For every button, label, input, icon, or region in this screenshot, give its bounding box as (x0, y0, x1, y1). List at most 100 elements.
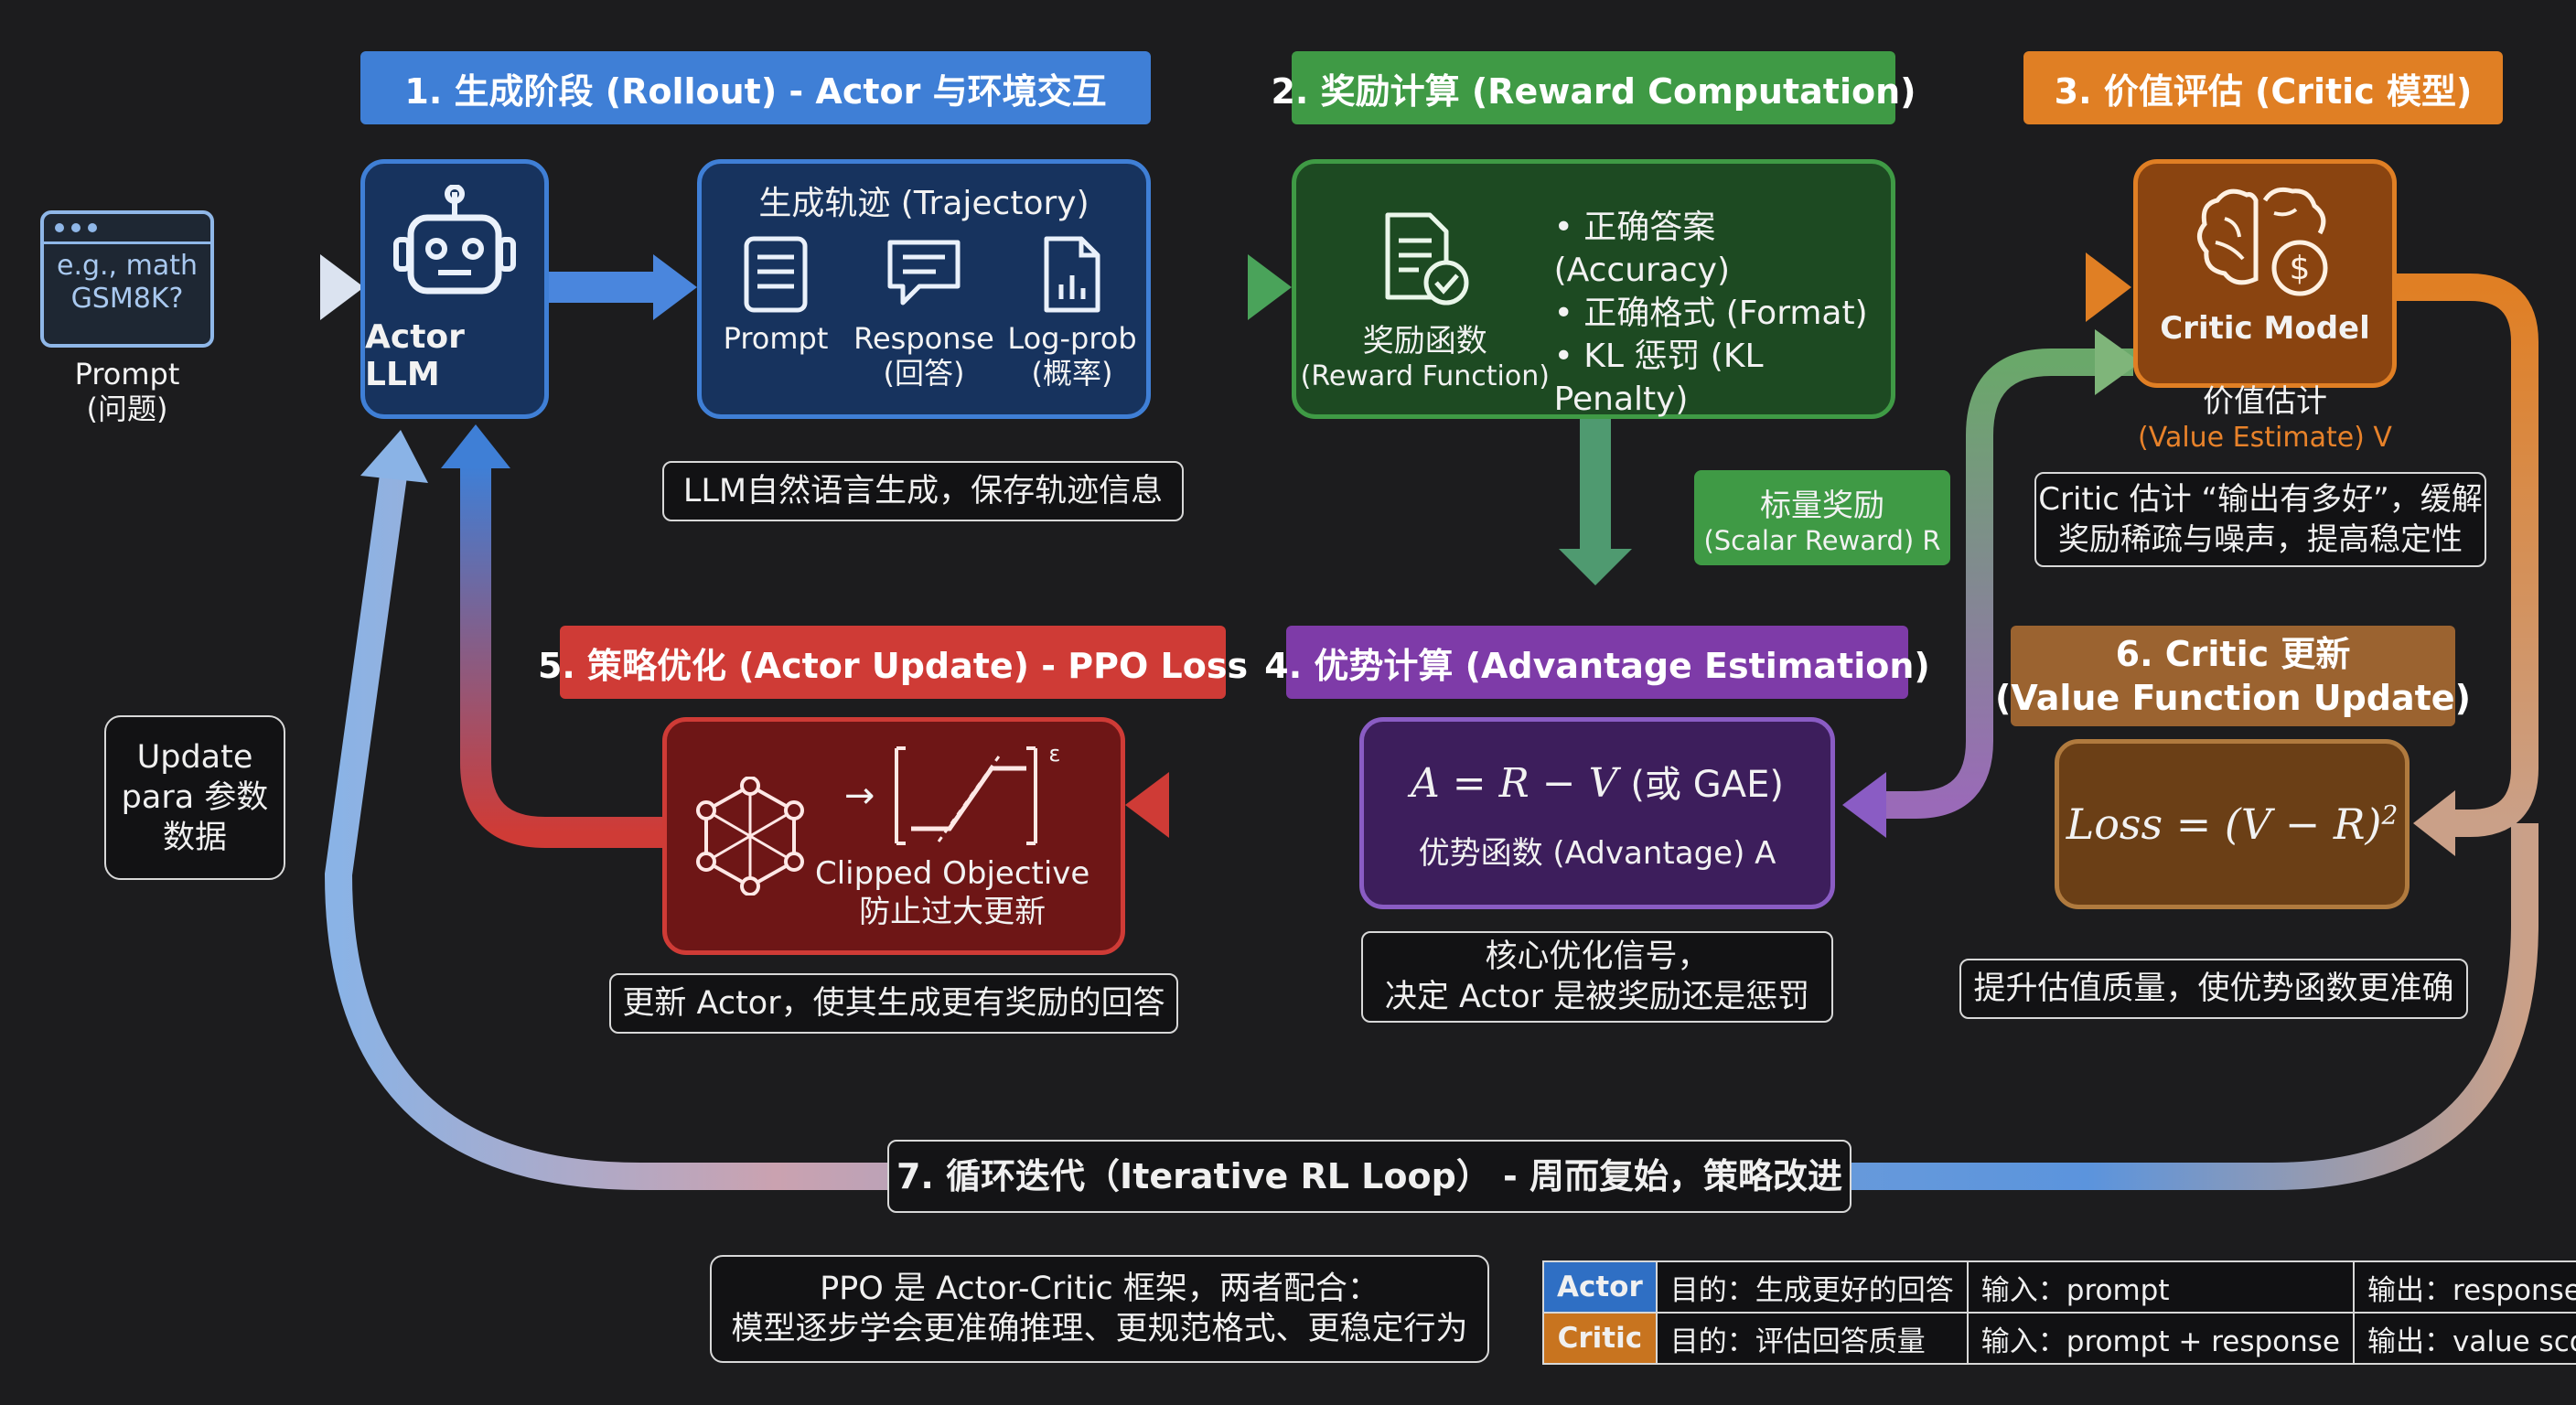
legend-input: 输入：prompt + response (1966, 1312, 2356, 1365)
clip-label-en: Clipped Objective (815, 855, 1090, 892)
prompt-window-titlebar (44, 214, 210, 244)
critic-caption-line1: Critic 估计 “输出有多好”，缓解 (2038, 481, 2483, 518)
critic-loss-exponent: 2 (2381, 799, 2399, 831)
arrow-critic-to-update (2397, 273, 2538, 837)
stage-label-actor-update: 5. 策略优化 (Actor Update) - PPO Loss (538, 626, 1248, 699)
trajectory-items: Prompt Response (回答) Log-prob (概率) (702, 235, 1146, 391)
reward-criterion: 正确格式 (Format) (1554, 292, 1891, 335)
brain-dollar-icon: $ (2197, 187, 2328, 296)
window-dot-icon (88, 223, 97, 232)
actor-update-caption: 更新 Actor，使其生成更有奖励的回答 (609, 973, 1178, 1034)
critic-loss-math: Loss = (V − R) (2066, 799, 2382, 849)
advantage-caption-line1: 核心优化信号， (1485, 938, 1710, 975)
legend-output: 输出：value score (2353, 1312, 2576, 1365)
arrow-right-icon: → (843, 775, 875, 817)
trajectory-title: 生成轨迹 (Trajectory) (758, 185, 1089, 222)
stage-label-critic-update: 6. Critic 更新 (Value Function Update) (1995, 626, 2471, 726)
table-row: Critic 目的：评估回答质量 输入：prompt + response 输出… (1542, 1312, 2576, 1365)
stage-label-advantage: 4. 优势计算 (Advantage Estimation) (1264, 626, 1930, 699)
advantage-formula-math: A = R − V (1411, 759, 1618, 807)
update-params-line3: 数据 (162, 820, 227, 856)
critic-loss-formula: Loss = (V − R)2 (2066, 799, 2399, 849)
critic-model-box: $ Critic Model (2133, 159, 2397, 388)
reward-function-box: 奖励函数 (Reward Function) 正确答案 (Accuracy) 正… (1292, 159, 1895, 419)
critic-value-cn: 价值估计 (2203, 383, 2327, 420)
network-icon (696, 777, 804, 896)
stage-label-reward: 2. 奖励计算 (Reward Computation) (1271, 51, 1916, 124)
clip-function-icon (895, 746, 1038, 845)
update-params-line2: para 参数 (121, 779, 269, 816)
reward-function-name-cn: 奖励函数 (1362, 323, 1487, 359)
critic-update-box: Loss = (V − R)2 (2055, 739, 2410, 909)
advantage-formula: A = R − V (或 GAE) (1411, 755, 1784, 808)
trajectory-item-sublabel: (回答) (883, 356, 965, 391)
advantage-name: 优势函数 (Advantage) A (1418, 834, 1776, 872)
trajectory-item-label: Log-prob (1007, 321, 1137, 356)
prompt-window: e.g., math GSM8K? (40, 210, 214, 348)
clip-graph-row: → ε (843, 741, 1061, 851)
window-dot-icon (71, 223, 80, 232)
checklist-icon (1385, 212, 1469, 306)
critic-value-en: (Value Estimate) V (2138, 422, 2392, 454)
critic-model-label: Critic Model (2160, 310, 2370, 347)
arrowhead-trajectory-reward (1248, 254, 1292, 320)
svg-text:$: $ (2290, 250, 2311, 287)
update-params-box: Update para 参数 数据 (104, 715, 285, 880)
actor-update-right: → ε Clipped Objective 防止过大更新 (815, 741, 1089, 931)
arrowhead-advantage-actorupdate (1125, 772, 1169, 838)
arrowhead-reward-advantage (1559, 549, 1632, 585)
robot-icon (393, 185, 516, 295)
legend-goal: 目的：评估回答质量 (1655, 1312, 1969, 1365)
prompt-label-cn: (问题) (86, 391, 168, 426)
trajectory-item-sublabel: (概率) (1031, 356, 1113, 391)
arrowhead-into-advantage (1842, 772, 1886, 838)
trajectory-caption: LLM自然语言生成，保存轨迹信息 (662, 461, 1184, 521)
stage-label-rollout: 1. 生成阶段 (Rollout) - Actor 与环境交互 (360, 51, 1151, 124)
legend-output: 输出：response (2353, 1260, 2576, 1314)
chat-bubble-icon (887, 240, 961, 306)
prompt-example-text: e.g., math GSM8K? (56, 250, 199, 315)
stage-label-critic-update-line1: 6. Critic 更新 (2115, 634, 2351, 674)
reward-criterion: 正确答案 (Accuracy) (1554, 206, 1891, 292)
window-dot-icon (55, 223, 64, 232)
critic-caption-line2: 奖励稀疏与噪声，提高稳定性 (2058, 521, 2463, 558)
arrow-critic-advantage (1884, 349, 2133, 819)
arrowhead-critic-value (2095, 329, 2141, 395)
summary-box: PPO 是 Actor-Critic 框架，两者配合： 模型逐步学会更准确推理、… (710, 1255, 1489, 1363)
legend-role-actor: Actor (1542, 1260, 1658, 1314)
arrowhead-actor-trajectory (653, 254, 697, 320)
reward-function-left: 奖励函数 (Reward Function) (1296, 164, 1554, 414)
role-legend-table: Actor 目的：生成更好的回答 输入：prompt 输出：response C… (1542, 1260, 2576, 1365)
actor-update-box: → ε Clipped Objective 防止过大更新 (662, 717, 1125, 955)
arrow-actorupdate-actor (460, 467, 662, 848)
scalar-reward-badge: 标量奖励 (Scalar Reward) R (1694, 470, 1950, 565)
trajectory-box: 生成轨迹 (Trajectory) Prompt Response (回答) (697, 159, 1151, 419)
arrowhead-prompt-actor (320, 254, 364, 320)
scalar-reward-cn: 标量奖励 (1760, 487, 1884, 524)
advantage-formula-suffix: (或 GAE) (1630, 763, 1784, 806)
trajectory-item-logprob: Log-prob (概率) (1004, 235, 1141, 391)
advantage-caption: 核心优化信号， 决定 Actor 是被奖励还是惩罚 (1361, 931, 1833, 1023)
advantage-box: A = R − V (或 GAE) 优势函数 (Advantage) A (1359, 717, 1835, 909)
stage-label-critic: 3. 价值评估 (Critic 模型) (2023, 51, 2503, 124)
trajectory-item-label: Response (853, 321, 994, 356)
arrowhead-into-actor (441, 424, 510, 468)
trajectory-item-prompt: Prompt (707, 235, 844, 391)
file-chart-icon (1044, 236, 1100, 313)
actor-llm-label: Actor LLM (365, 318, 465, 393)
arrow-iterative-loop-path (324, 473, 2538, 1190)
document-icon (744, 236, 808, 313)
stage-label-critic-update-line2: (Value Function Update) (1995, 678, 2471, 718)
update-params-line1: Update (136, 739, 253, 776)
legend-input: 输入：prompt (1966, 1260, 2356, 1314)
table-row: Actor 目的：生成更好的回答 输入：prompt 输出：response (1542, 1260, 2576, 1314)
critic-update-caption: 提升估值质量，使优势函数更准确 (1959, 959, 2468, 1019)
trajectory-item-label: Prompt (723, 321, 829, 356)
summary-line1: PPO 是 Actor-Critic 框架，两者配合： (820, 1271, 1379, 1307)
prompt-label: Prompt (问题) (40, 357, 214, 426)
reward-function-name-en: (Reward Function) (1300, 360, 1550, 392)
epsilon-label: ε (1048, 741, 1061, 767)
scalar-reward-en: (Scalar Reward) R (1703, 524, 1941, 556)
advantage-caption-line2: 决定 Actor 是被奖励还是惩罚 (1384, 979, 1810, 1015)
